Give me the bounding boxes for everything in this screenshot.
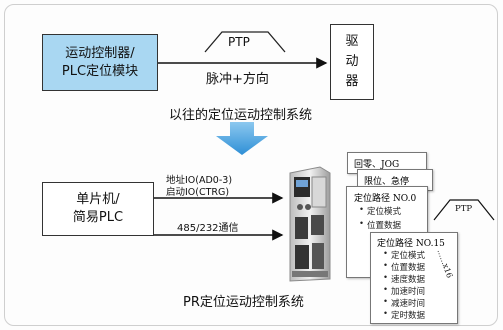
driver-char-3: 器 <box>345 74 359 89</box>
driver-char-2: 动 <box>345 54 359 69</box>
start-io-label: 启动IO(CTRG) <box>166 187 230 198</box>
down-arrow <box>216 122 268 155</box>
pr-system-caption: PR定位运动控制系统 <box>183 295 304 310</box>
mcu-line-1: 单片机/ <box>76 192 120 207</box>
ptp-label-right: PTP <box>455 204 473 214</box>
driver-box: 驱 动 器 <box>330 24 374 100</box>
path-15-item: 速度数据 <box>383 273 425 285</box>
motion-controller-box: 运动控制器/ PLC定位模块 <box>42 34 158 91</box>
path-15-item: 定位模式 <box>383 249 425 261</box>
mcu-line-2: 简易PLC <box>72 210 124 225</box>
path-15-item: 位置数据 <box>383 261 425 273</box>
card-home-jog-label: 回零、JOG <box>354 160 400 170</box>
servo-drive-illustration <box>289 166 331 282</box>
comm-label: 485/232通信 <box>177 223 239 234</box>
controller-line-2: PLC定位模块 <box>61 63 139 79</box>
controller-line-1: 运动控制器/ <box>65 45 135 61</box>
driver-char-1: 驱 <box>345 34 359 49</box>
ptp-label-top: PTP <box>228 35 250 49</box>
card-path-0-title: 定位路径 NO.0 <box>354 194 417 204</box>
ptp-trapezoid <box>204 31 286 53</box>
path-15-item: 定时数据 <box>383 309 425 321</box>
path-15-item: 加速时间 <box>383 285 425 297</box>
card-path-15-title: 定位路径 NO.15 <box>377 239 445 249</box>
card-path-15: 定位路径 NO.15 定位模式 位置数据 速度数据 加速时间 减速时间 定时数据 <box>370 232 458 324</box>
mcu-plc-box: 单片机/ 简易PLC <box>42 182 154 236</box>
ptp-profile-right <box>433 199 495 221</box>
outer-frame <box>4 4 498 326</box>
address-io-label: 地址IO(AD0-3) <box>166 175 233 186</box>
pulse-direction-label: 脉冲+方向 <box>206 72 269 87</box>
path-0-item: 定位模式 <box>359 205 401 217</box>
path-15-item: 减速时间 <box>383 297 425 309</box>
path-0-item: 位置数据 <box>359 219 401 231</box>
legacy-system-caption: 以往的定位运动控制系统 <box>169 108 313 123</box>
card-limit-stop-label: 限位、急停 <box>364 177 410 187</box>
